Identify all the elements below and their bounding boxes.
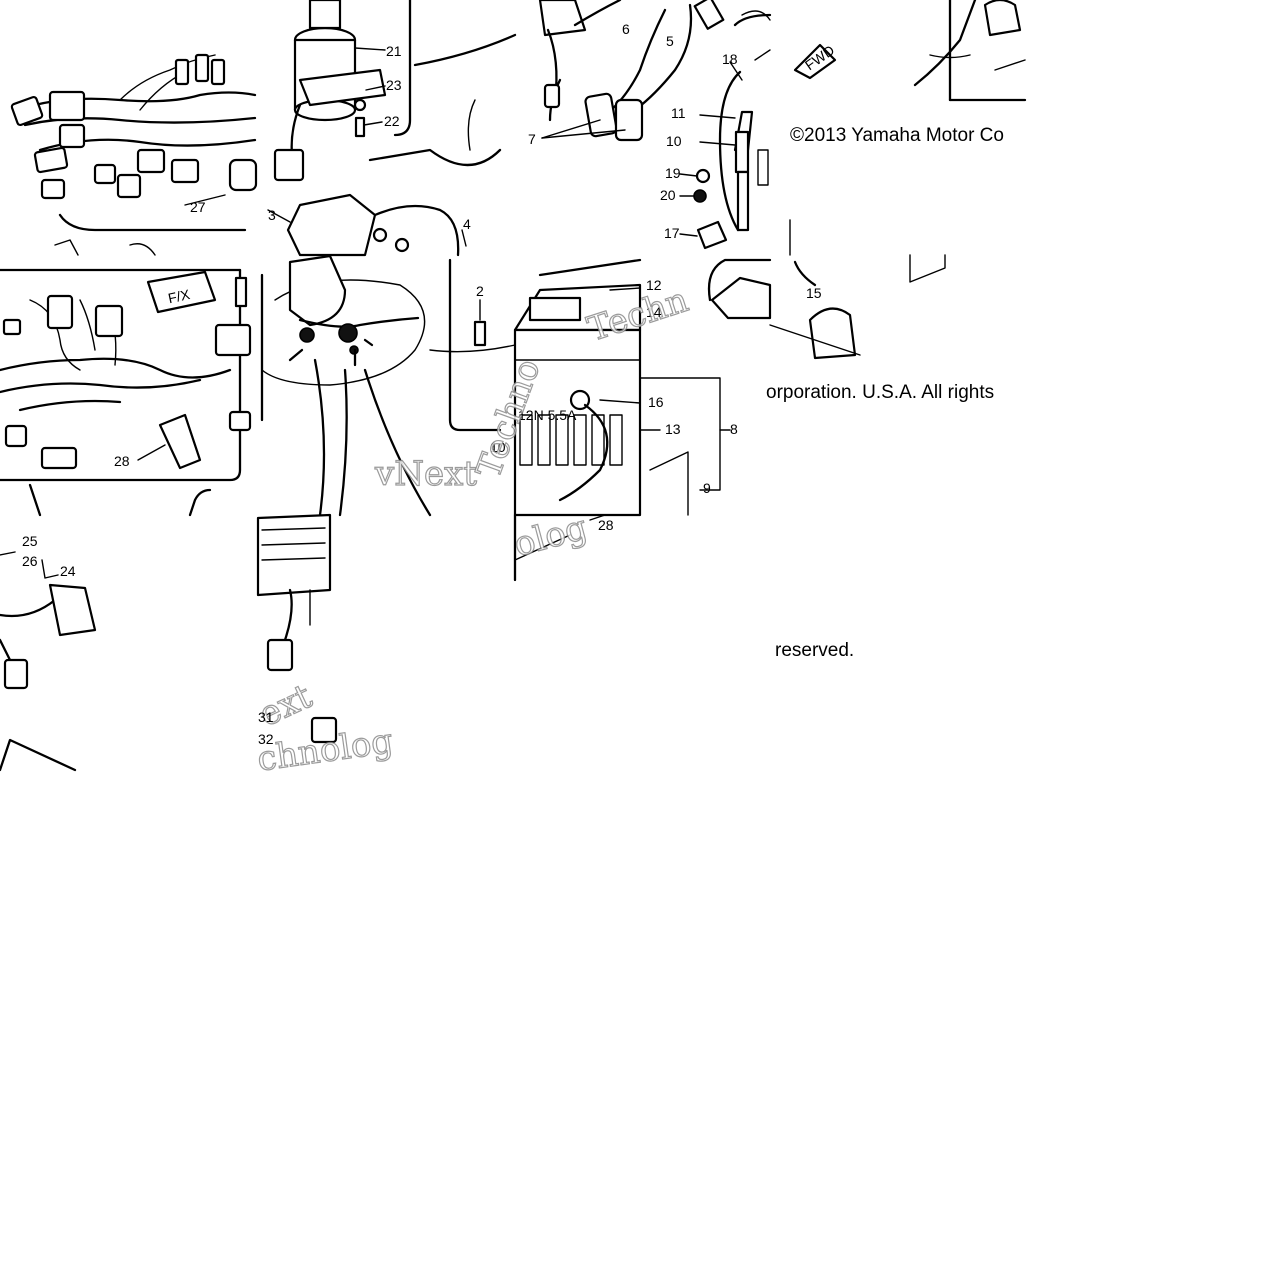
part-label-2: 2	[476, 283, 484, 299]
part-label-19: 19	[665, 165, 681, 181]
part-label-5: 5	[666, 33, 674, 49]
tile-cdi-unit: vNext	[260, 254, 516, 517]
part-label-23: 23	[386, 77, 402, 93]
part-label-4: 4	[463, 216, 471, 232]
part-label-6: 6	[622, 21, 630, 37]
part-label-28: 28	[114, 453, 130, 469]
tile-ignition-switch: 21 23 22 3 4	[267, 0, 517, 257]
part-label-3: 3	[268, 207, 276, 223]
part-label-11: 11	[671, 105, 686, 121]
part-label-13: 13	[665, 421, 681, 437]
part-label-18: 18	[722, 51, 738, 67]
part-label-28b: 28	[598, 517, 614, 533]
tile-frame-battery-box: FWD ©2013 Yamaha Motor Co	[789, 0, 1027, 256]
watermark-ext: ext	[253, 676, 318, 735]
copyright-line-1: ©2013 Yamaha Motor Co	[790, 125, 1004, 146]
part-label-8: 8	[730, 421, 738, 437]
part-label-31: 31	[258, 709, 274, 725]
part-label-12: 12	[646, 277, 662, 293]
tile-wire-harness-top: 27	[10, 53, 258, 256]
part-label-27: 27	[190, 199, 206, 215]
tile-battery: 12N 5.5A 16 13 12 14 8 9 10 2 Techn Tech…	[468, 258, 738, 582]
part-label-25: 25	[22, 533, 38, 549]
part-label-16: 16	[648, 394, 664, 410]
box-tag-marking: F/X	[167, 286, 192, 306]
copyright-line-2: orporation. U.S.A. All rights	[766, 382, 994, 403]
part-label-7: 7	[528, 131, 536, 147]
part-label-22: 22	[384, 113, 400, 129]
part-label-9: 9	[703, 480, 711, 496]
part-label-14: 14	[646, 304, 662, 320]
tile-frame-bracket: 15 orporation. U.S.A. All rights	[707, 254, 994, 403]
part-label-32: 32	[258, 731, 274, 747]
part-label-21: 21	[386, 43, 402, 59]
part-label-26: 26	[22, 553, 38, 569]
part-label-20: 20	[660, 187, 676, 203]
part-label-17: 17	[664, 225, 680, 241]
tile-ignition-coils: 6 5 7 11 10 18 19 20 17	[528, 0, 772, 250]
tile-wire-harness-middle: F/X 28	[0, 268, 252, 517]
part-label-10: 10	[666, 133, 682, 149]
watermark-vnext: vNext	[374, 454, 477, 494]
tile-connectors-bottom: 25 26 24	[0, 533, 97, 772]
part-label-10b: 10	[490, 439, 506, 455]
part-label-24: 24	[60, 563, 76, 579]
watermark-olog: olog	[510, 507, 591, 565]
copyright-line-3: reserved.	[775, 640, 854, 661]
tile-rectifier: ext 31 32 chnolog	[252, 513, 396, 780]
part-label-15: 15	[806, 285, 822, 301]
